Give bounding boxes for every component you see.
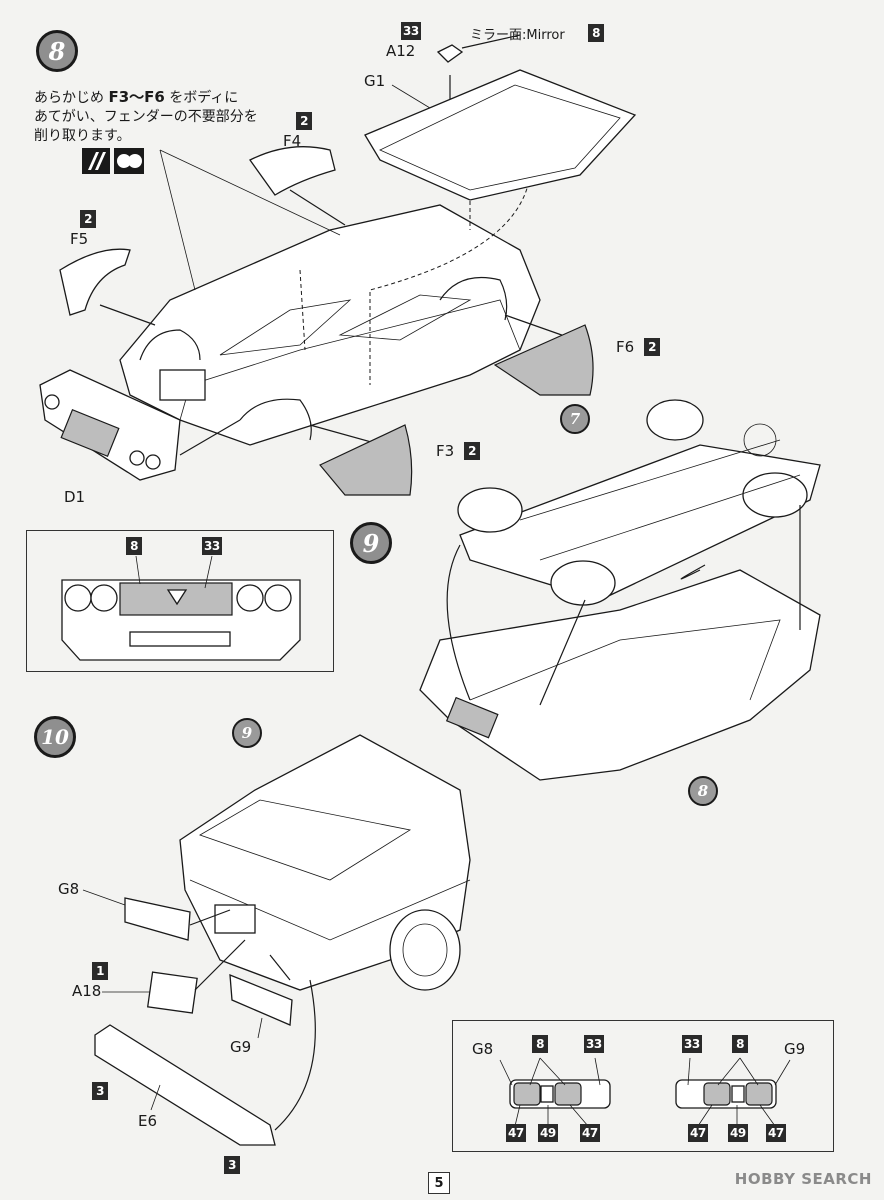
f6-part xyxy=(493,324,594,396)
lamp-right-bottom-badge-2: 49 xyxy=(728,1124,748,1142)
lamp-left-bottom-badge-2: 49 xyxy=(538,1124,558,1142)
inset-leaders xyxy=(135,555,213,589)
label-a12: A12 xyxy=(386,42,416,60)
f5-part xyxy=(59,248,131,316)
f3-color-badge: 2 xyxy=(464,442,480,460)
label-g1: G1 xyxy=(364,72,386,90)
a12-color-badge: 33 xyxy=(401,22,421,40)
lamp-left-bottom-badge-3: 47 xyxy=(580,1124,600,1142)
lamp-inset-left-label: G8 xyxy=(472,1040,494,1058)
mirror-color-badge: 8 xyxy=(588,24,604,42)
label-f3: F3 xyxy=(436,442,455,460)
step9-arrows xyxy=(446,505,801,706)
a12-part xyxy=(436,44,464,63)
cut-circles-icon xyxy=(114,148,144,174)
a18-part xyxy=(146,971,198,1014)
e6-top-color-badge: 3 xyxy=(92,1082,108,1100)
chassis-drawing xyxy=(457,399,821,606)
watermark-logo: HOBBY SEARCH xyxy=(734,1170,872,1188)
ref-step-8-badge: 8 xyxy=(688,776,718,806)
e6-part xyxy=(94,1024,276,1146)
lamp-right-bottom-badge-3: 47 xyxy=(766,1124,786,1142)
step8-arrows xyxy=(99,75,591,456)
mirror-face-label: ミラー面:Mirror xyxy=(470,28,565,43)
lamp-inset-right-label: G9 xyxy=(784,1040,806,1058)
label-a18: A18 xyxy=(72,982,102,1000)
lamp-color-inset xyxy=(452,1020,834,1152)
page-number: 5 xyxy=(428,1172,450,1194)
note-line1-bold: F3～F6 xyxy=(108,88,165,106)
a18-color-badge: 1 xyxy=(92,962,108,980)
note-line2: あてがい、フェンダーの不要部分を xyxy=(34,109,258,125)
g9-part xyxy=(229,974,293,1026)
label-g9: G9 xyxy=(230,1038,252,1056)
label-d1: D1 xyxy=(64,488,86,506)
note-line1-post: をボディに xyxy=(164,90,239,106)
f4-part xyxy=(249,146,336,196)
lamp-left-bottom-badge-1: 47 xyxy=(506,1124,526,1142)
lamp-left-top-badge-2: 33 xyxy=(584,1035,604,1053)
rear-car-drawing xyxy=(179,734,471,991)
f5-color-badge: 2 xyxy=(80,210,96,228)
grille-color-inset xyxy=(26,530,334,672)
note-line1-pre: あらかじめ xyxy=(34,90,109,106)
lamp-right-top-badge-1: 33 xyxy=(682,1035,702,1053)
f6-color-badge: 2 xyxy=(644,338,660,356)
e6-bottom-color-badge: 3 xyxy=(224,1156,240,1174)
ref-step-9-badge: 9 xyxy=(232,718,262,748)
label-g8: G8 xyxy=(58,880,80,898)
emblem-color-badge: 33 xyxy=(202,537,222,555)
lamp-right-bottom-badge-1: 47 xyxy=(688,1124,708,1142)
body-underside-drawing xyxy=(419,569,821,781)
step-8-badge: 8 xyxy=(36,30,78,72)
g8-part xyxy=(124,897,191,941)
label-f5: F5 xyxy=(70,230,89,248)
step-10-badge: 10 xyxy=(34,716,76,758)
step-9-badge: 9 xyxy=(350,522,392,564)
label-f4: F4 xyxy=(283,132,302,150)
g1-part xyxy=(364,69,637,201)
prefit-note: あらかじめ F3～F6 をボディに あてがい、フェンダーの不要部分を 削り取りま… xyxy=(34,88,258,146)
lamp-right-top-badge-2: 8 xyxy=(732,1035,748,1053)
label-f6: F6 xyxy=(616,338,635,356)
ref-step-7-badge: 7 xyxy=(560,404,590,434)
body-shell-drawing xyxy=(39,204,541,481)
grille-color-badge: 8 xyxy=(126,537,142,555)
lamp-left-top-badge-1: 8 xyxy=(532,1035,548,1053)
file-tool-icon xyxy=(82,148,110,174)
f3-part xyxy=(319,424,413,496)
lamp-detail-drawing xyxy=(499,1057,791,1127)
f4-color-badge: 2 xyxy=(296,112,312,130)
note-line3: 削り取ります。 xyxy=(34,128,131,144)
grille-inset-drawing xyxy=(61,579,301,661)
label-e6: E6 xyxy=(138,1112,158,1130)
step10-arrows xyxy=(189,909,316,1131)
